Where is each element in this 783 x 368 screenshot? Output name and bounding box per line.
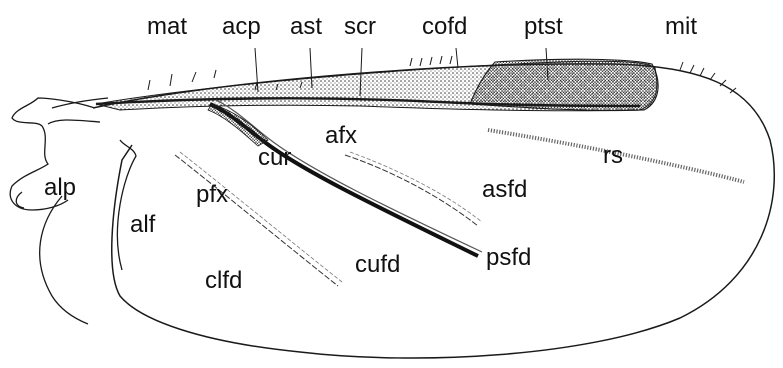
label-cofd: cofd bbox=[422, 13, 467, 40]
label-mit: mit bbox=[665, 13, 697, 40]
pterostigma bbox=[470, 59, 658, 110]
label-ptst: ptst bbox=[524, 13, 563, 40]
label-alp: alp bbox=[44, 174, 76, 201]
anterior-fold bbox=[345, 155, 478, 226]
label-clfd: clfd bbox=[205, 267, 242, 294]
label-psfd: psfd bbox=[486, 244, 531, 271]
label-cufd: cufd bbox=[355, 251, 400, 278]
label-cur: cur bbox=[258, 144, 291, 171]
label-asfd: asfd bbox=[482, 176, 527, 203]
label-mat: mat bbox=[147, 13, 187, 40]
label-afx: afx bbox=[325, 122, 357, 149]
label-pfx: pfx bbox=[196, 181, 228, 208]
label-scr: scr bbox=[344, 13, 376, 40]
label-acp: acp bbox=[222, 13, 261, 40]
cubitus-base-stipple bbox=[208, 104, 268, 146]
label-alf: alf bbox=[130, 211, 156, 238]
label-ast: ast bbox=[290, 13, 322, 40]
label-rs: rs bbox=[603, 142, 623, 169]
